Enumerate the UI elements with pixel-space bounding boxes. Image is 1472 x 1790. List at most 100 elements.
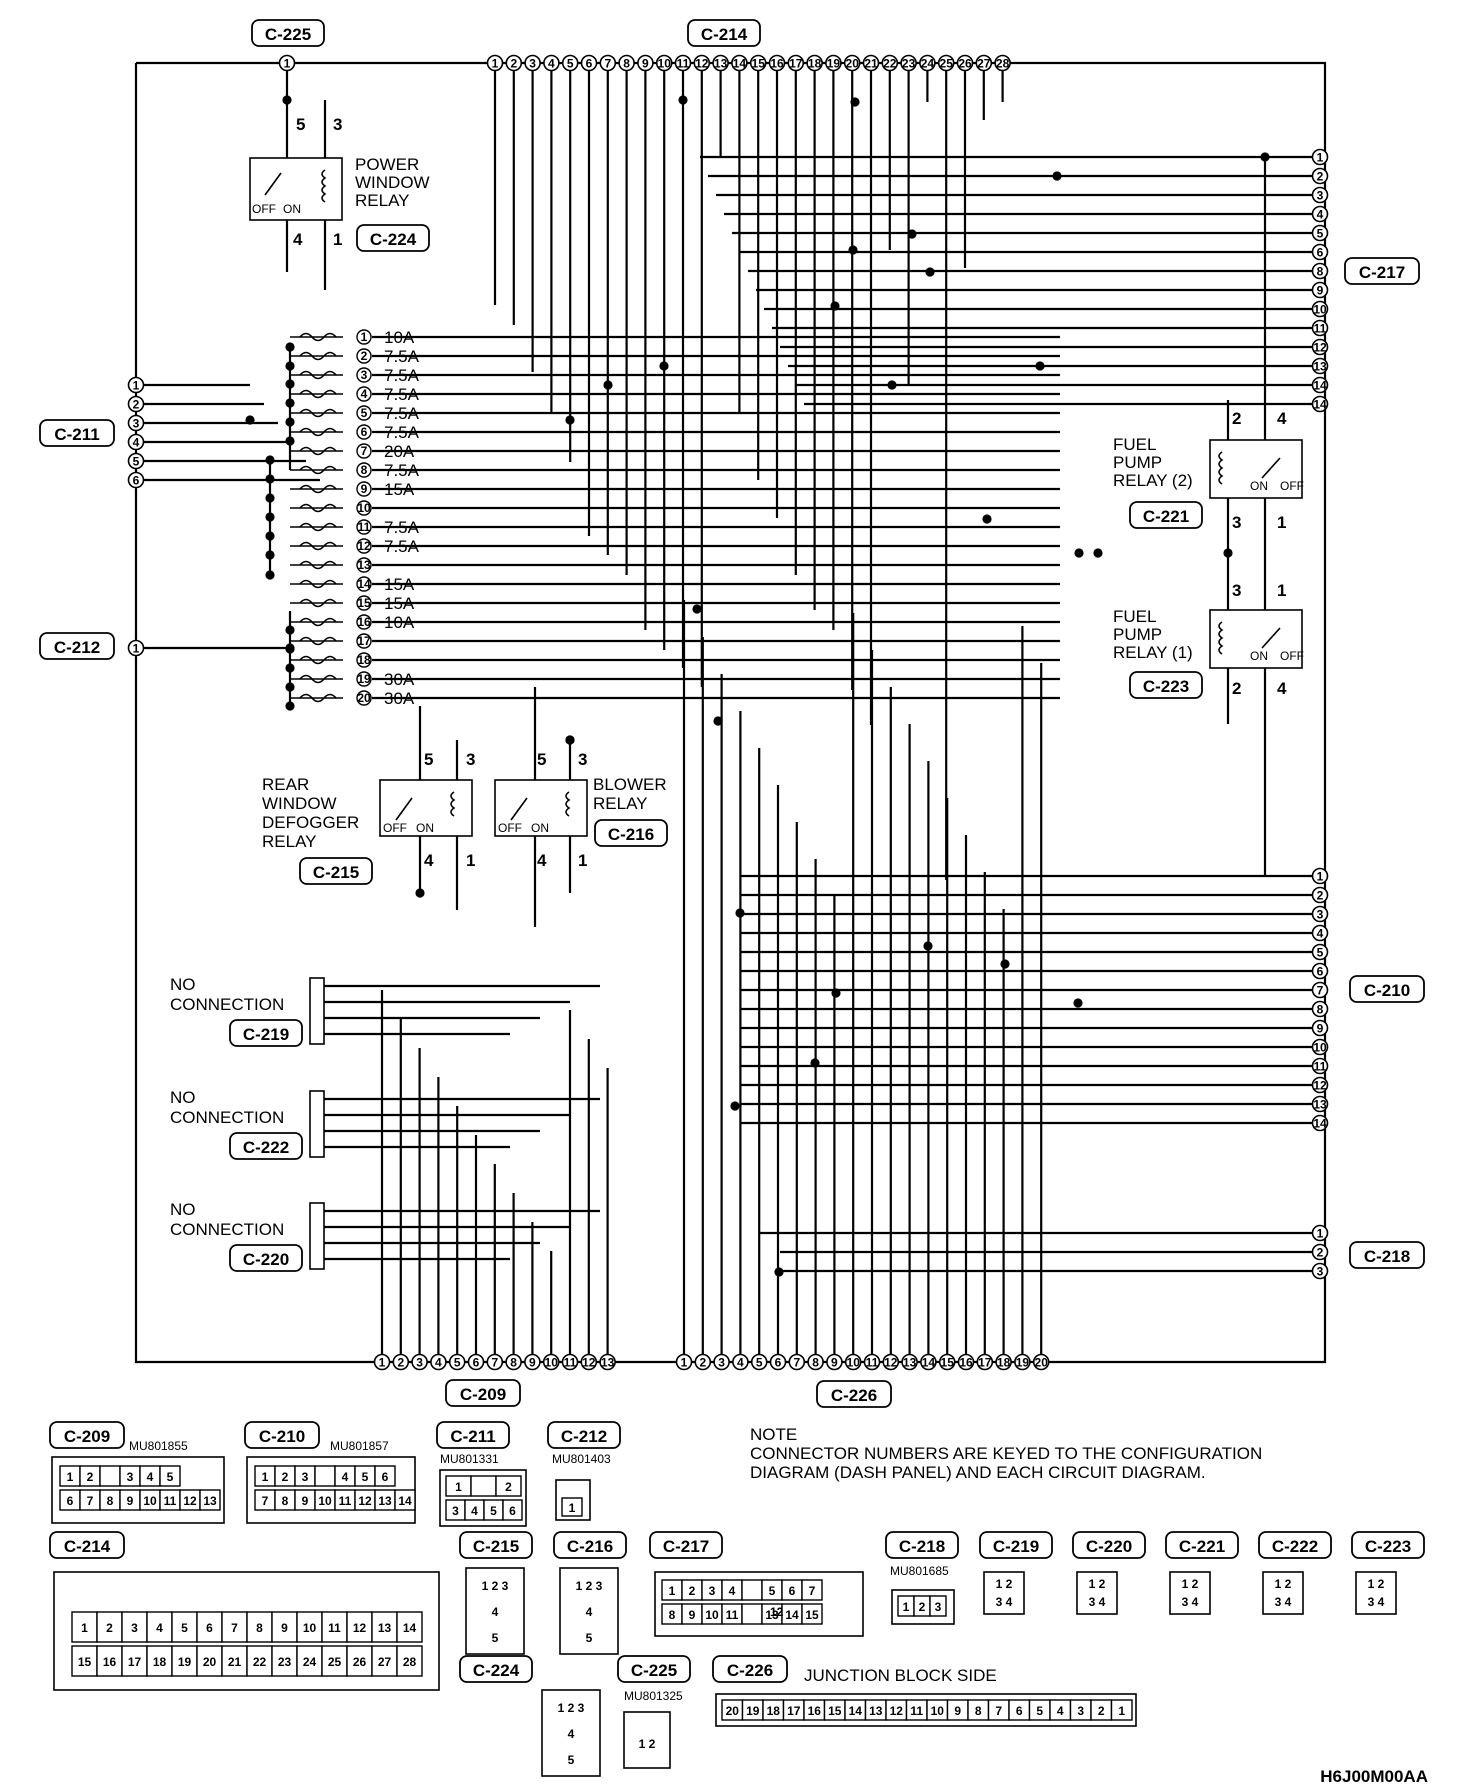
fuse-rating: 7.5A [384, 404, 420, 423]
pin-number: 9 [831, 1356, 838, 1370]
face-label: C-222 [1272, 1537, 1318, 1556]
pin-number: 13 [1313, 1098, 1327, 1112]
fuse-number-circle [356, 462, 372, 478]
c212-pin [127, 639, 145, 657]
blower-relay-name: BLOWER [593, 775, 667, 794]
cavity-number: 2 [505, 1480, 512, 1494]
c217-cavity [801, 1579, 823, 1601]
blower-relay-body [494, 779, 588, 837]
cavity-number: 6 [206, 1621, 213, 1635]
pin-number: 6 [133, 474, 140, 488]
connector-label: C-211 [54, 425, 99, 444]
connector-label: C-210 [1364, 981, 1410, 1000]
c226-pin [901, 1353, 918, 1371]
cavity-number: 10 [318, 1494, 332, 1508]
no-connection-connector [309, 977, 325, 1045]
c217-pin [1311, 224, 1329, 242]
cavity-number: 7 [87, 1494, 94, 1508]
pin-number: 27 [977, 57, 991, 71]
pin-number: 16 [959, 1356, 973, 1370]
fuse-number-circle [356, 576, 372, 592]
cavity-number: 1 [262, 1470, 269, 1484]
fuse-rating: 7.5A [384, 366, 420, 385]
c214-pin [900, 54, 917, 72]
cavity-number: 4 [729, 1584, 736, 1598]
cavity-number: 9 [281, 1621, 288, 1635]
connector-label-box [687, 19, 761, 47]
relay-on-label: ON [1250, 649, 1268, 663]
pin-number: 5 [1317, 946, 1324, 960]
c217-pin [1311, 186, 1329, 204]
c210-pin [1311, 1038, 1329, 1056]
connector-label-box [816, 1380, 892, 1408]
splice-dot [282, 95, 292, 105]
c210-pin [1311, 981, 1329, 999]
c210-pin [1311, 1076, 1329, 1094]
fuse-element [299, 446, 337, 456]
pin-number: 14 [1313, 379, 1327, 393]
c225-pin [278, 54, 296, 72]
cavity-number: 20 [726, 1704, 740, 1718]
c211-pin [127, 395, 145, 413]
c220-face [1076, 1571, 1118, 1615]
c209-pin [411, 1353, 428, 1371]
c217-pin [1311, 281, 1329, 299]
pin-number: 3 [718, 1356, 725, 1370]
splice-dot [285, 643, 295, 653]
relay-off-label: OFF [498, 821, 522, 835]
rear-defogger-relay-name: RELAY [262, 832, 317, 851]
fuse-number-circle [356, 329, 372, 345]
no-connection-text: CONNECTION [170, 1220, 284, 1239]
fuse-element [299, 484, 337, 494]
fuse-number: 11 [358, 520, 371, 534]
face-label: C-217 [663, 1537, 709, 1556]
cavity-number: 11 [328, 1621, 341, 1635]
part-number: MU801857 [330, 1439, 389, 1453]
note-text: DIAGRAM (DASH PANEL) AND EACH CIRCUIT DI… [750, 1463, 1206, 1482]
connector-label: C-224 [370, 230, 417, 249]
pin-number: 5 [454, 1356, 461, 1370]
connector-label: C-209 [460, 1385, 506, 1404]
face-label: C-218 [899, 1537, 945, 1556]
pin-number: 25 [940, 57, 954, 71]
face-label-box [436, 1421, 510, 1449]
c211-pin [127, 452, 145, 470]
pin-number: 9 [1317, 284, 1324, 298]
power-window-relay-name: WINDOW [355, 173, 430, 192]
face-label: C-212 [561, 1427, 607, 1446]
pin-number: 14 [922, 1356, 936, 1370]
cavity-number: 3 [302, 1470, 309, 1484]
no-connection-connector [309, 1090, 325, 1158]
connector-label-box [445, 1379, 521, 1407]
face-label: C-226 [727, 1661, 773, 1680]
pin-number: 12 [1313, 1079, 1327, 1093]
fuse-number-circle [356, 405, 372, 421]
c226-pin [694, 1353, 712, 1371]
c217-cavity [741, 1603, 763, 1625]
c214-cavity [121, 1645, 148, 1677]
pin-number: 2 [699, 1356, 706, 1370]
connector-label-box [251, 19, 325, 47]
pin-number: 20 [846, 57, 860, 71]
relay-symbol [1218, 451, 1281, 485]
fuel-pump-relay-1-body [1209, 609, 1303, 669]
cavity-number: 13 [203, 1494, 217, 1508]
c217-pin [1311, 205, 1329, 223]
c209-pin [373, 1353, 391, 1371]
c217-cavity [801, 1603, 823, 1625]
connector-label: C-222 [243, 1138, 289, 1157]
pin-number: 28 [996, 57, 1010, 71]
cavity-number: 21 [228, 1655, 242, 1669]
cavity-number: 3 [935, 1600, 942, 1614]
cavity-number: 6 [1016, 1704, 1023, 1718]
relay-on-label: ON [531, 821, 549, 835]
c218-cavity [929, 1595, 947, 1617]
splice-dot [265, 570, 275, 580]
c214-cavity [121, 1611, 148, 1643]
relay-pin-label: 1 [1277, 581, 1286, 600]
fuse-element [299, 598, 337, 608]
cavity-number: 7 [262, 1494, 269, 1508]
cavity-number: 2 [919, 1600, 926, 1614]
pin-number: 11 [1314, 1060, 1327, 1074]
